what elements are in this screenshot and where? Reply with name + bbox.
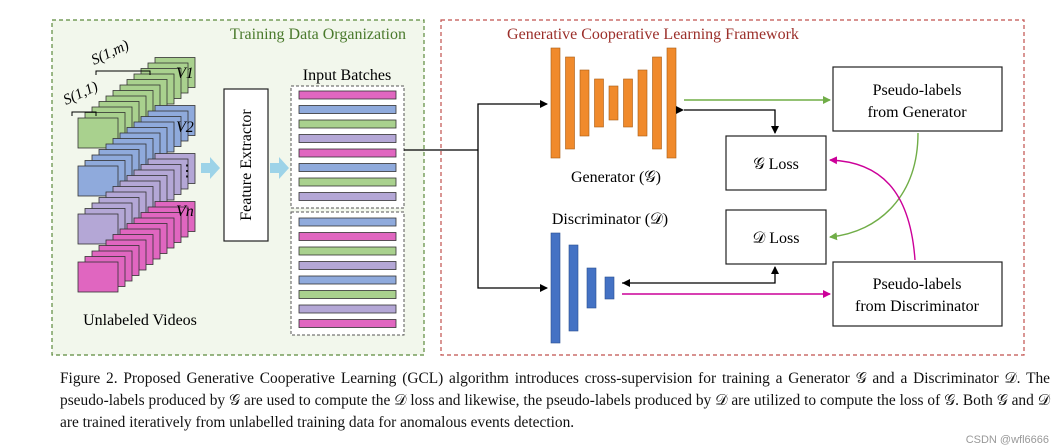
batch-feature-row [298, 290, 397, 299]
feature-extractor-box [223, 88, 269, 242]
generator-layer [637, 69, 648, 137]
batch-feature-row [298, 134, 397, 143]
generator-network [550, 47, 677, 159]
batch-feature-row [298, 261, 397, 270]
discriminator-label: Discriminator (𝒟) [552, 211, 668, 228]
batch-feature-row [298, 232, 397, 241]
watermark: CSDN @wfl6666 [965, 434, 1049, 446]
batch-feature-row [298, 275, 397, 285]
generator-layer [550, 47, 561, 159]
batch-feature-row [298, 119, 397, 129]
pseudo-labels-discriminator-line2: from Discriminator [855, 298, 980, 315]
batch-feature-row [298, 319, 397, 328]
discriminator-dloss-arrowhead [622, 279, 630, 287]
discriminator-network [550, 232, 615, 344]
arrow-to-extractor [201, 157, 220, 179]
input-batch-2 [290, 211, 405, 336]
gcl-diagram: Training Data Organization Generative Co… [51, 19, 1025, 356]
input-batches-title: Input Batches [303, 67, 391, 84]
to-discriminator-line [477, 150, 548, 292]
discriminator-layer [568, 244, 579, 332]
to-generator-line [477, 100, 548, 150]
video-stack-v2 [77, 105, 196, 197]
training-data-title: Training Data Organization [230, 26, 406, 43]
discriminator-layer [604, 276, 615, 300]
generator-gloss-arrowhead [676, 106, 684, 114]
batch-feature-row [298, 148, 397, 158]
generator-layer [652, 56, 662, 150]
pseudo-labels-discriminator-line1: Pseudo-labels [873, 276, 962, 293]
discriminator-layer [550, 232, 561, 344]
generator-label: Generator (𝒢) [571, 169, 661, 186]
segment-bracket [71, 70, 151, 116]
video-frame [77, 165, 119, 197]
video-frame [77, 213, 119, 245]
discriminator-layer [586, 267, 597, 309]
batch-feature-row [298, 246, 397, 256]
g-loss-box [725, 135, 827, 191]
gcl-framework-title: Generative Cooperative Learning Framewor… [507, 26, 799, 43]
batch-feature-row [298, 192, 397, 201]
feature-extractor-label: Feature Extractor [238, 109, 255, 221]
generator-layer [579, 69, 590, 137]
batch-feature-row [298, 105, 397, 114]
input-batch-1 [290, 85, 405, 209]
pseudo-labels-generator-line2: from Generator [867, 104, 967, 121]
arrow-to-batches [270, 157, 289, 179]
video-stack-vn [77, 201, 196, 293]
generator-gloss-link [684, 109, 779, 134]
unlabeled-videos-label: Unlabeled Videos [83, 312, 197, 329]
figure-caption: Figure 2. Proposed Generative Cooperativ… [60, 370, 1050, 431]
batch-feature-row [298, 90, 397, 100]
d-loss-label: 𝒟 Loss [753, 230, 800, 247]
g-loss-label: 𝒢 Loss [753, 156, 799, 173]
pseudo-gen-to-dloss-arrow [829, 132, 919, 241]
video-frame [77, 117, 119, 149]
pseudo-labels-discriminator-box [832, 261, 1003, 327]
generator-layer [594, 78, 604, 128]
generator-layer [608, 85, 619, 121]
generator-layer [623, 78, 633, 128]
pseudo-labels-generator-box [832, 66, 1003, 132]
batch-feature-row [298, 304, 397, 314]
video-label-v1: V1 [176, 65, 194, 82]
generator-layer [666, 47, 677, 159]
pseudo-labels-generator-line1: Pseudo-labels [873, 82, 962, 99]
batch-feature-row [298, 217, 397, 227]
generator-layer [565, 56, 575, 150]
video-label-vn: Vn [176, 203, 194, 220]
video-label-ellipsis: ⋮ [179, 163, 195, 180]
video-stack-v3 [77, 153, 196, 245]
video-frame [77, 261, 119, 293]
d-loss-box [725, 209, 827, 265]
batch-feature-row [298, 163, 397, 172]
pseudo-disc-to-gloss-arrow [829, 156, 916, 261]
video-label-v2: V2 [176, 119, 194, 136]
discriminator-dloss-link [622, 266, 779, 284]
video-stack-v1 [77, 57, 196, 149]
batch-feature-row [298, 177, 397, 187]
